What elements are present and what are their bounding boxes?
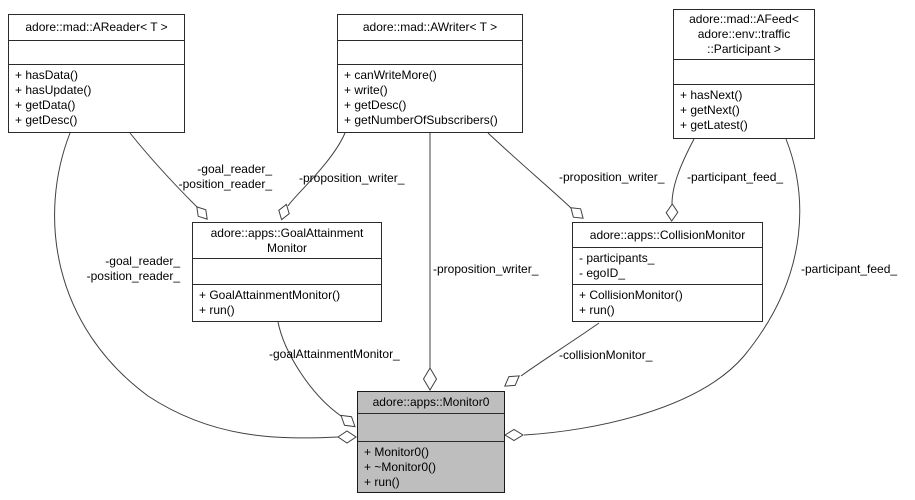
class-methods: + hasData() + hasUpdate() + getData() + … [9, 65, 184, 134]
class-box-areader[interactable]: adore::mad::AReader< T > + hasData() + h… [8, 14, 185, 133]
class-methods: + CollisionMonitor() + run() [573, 285, 762, 323]
class-attributes-empty [193, 259, 381, 285]
edge-label-participant-feed-top: -participant_feed_ [687, 170, 784, 184]
edge-goalattainmentmonitor-monitor0 [277, 321, 342, 417]
class-attributes-empty [9, 41, 184, 65]
aggregation-diamond [504, 375, 520, 387]
method-item: + getDesc() [344, 98, 407, 112]
class-title: adore::mad::AReader< T > [9, 15, 184, 41]
class-title: adore::mad::AWriter< T > [338, 15, 522, 41]
edge-label-proposition-writer-mid: -proposition_writer_ [433, 262, 539, 276]
class-methods: + GoalAttainmentMonitor() + run() [193, 285, 381, 323]
attribute-item: - egoID_ [579, 266, 626, 280]
method-item: + hasNext() [680, 88, 743, 102]
edge-label-goal-position-reader-top: -goal_reader_ -position_reader_ [178, 162, 272, 191]
class-methods: + Monitor0() + ~Monitor0() + run() [358, 442, 504, 494]
method-item: + CollisionMonitor() [579, 288, 683, 302]
edge-label-proposition-writer-collision: -proposition_writer_ [559, 170, 665, 184]
method-item: + Monitor0() [364, 445, 430, 459]
method-item: + getDesc() [15, 113, 78, 127]
class-attributes-empty [358, 414, 504, 442]
edge-label-participant-feed-right: -participant_feed_ [801, 262, 898, 276]
aggregation-diamond [665, 203, 679, 222]
aggregation-diamond [422, 367, 438, 391]
method-item: + run() [579, 303, 615, 317]
class-title: adore::apps::Monitor0 [358, 392, 504, 414]
method-item: + canWriteMore() [344, 68, 437, 82]
method-item: + getNumberOfSubscribers() [344, 113, 498, 127]
method-item: + GoalAttainmentMonitor() [199, 288, 341, 302]
edge-label-goal-position-reader-left: -goal_reader_ -position_reader_ [86, 254, 180, 283]
edge-label-proposition-writer-goal: -proposition_writer_ [299, 171, 405, 185]
class-attributes: - participants_ - egoID_ [573, 248, 762, 285]
aggregation-diamond [337, 430, 357, 444]
method-item: + getData() [15, 98, 76, 112]
aggregation-diamond [278, 203, 290, 221]
class-attributes-empty [674, 60, 814, 85]
method-item: + run() [199, 303, 235, 317]
class-title: adore::apps::CollisionMonitor [573, 223, 762, 248]
class-box-monitor0[interactable]: adore::apps::Monitor0 + Monitor0() + ~Mo… [357, 391, 505, 493]
class-title: adore::apps::GoalAttainment Monitor [193, 223, 381, 259]
edge-label-goal-attainment-monitor-member: -goalAttainmentMonitor_ [269, 347, 400, 361]
class-methods: + hasNext() + getNext() + getLatest() [674, 85, 814, 140]
aggregation-diamond [340, 414, 356, 428]
class-box-awriter[interactable]: adore::mad::AWriter< T > + canWriteMore(… [337, 14, 523, 133]
class-box-afeed[interactable]: adore::mad::AFeed< adore::env::traffic :… [673, 9, 815, 139]
aggregation-diamond [570, 207, 584, 219]
edge-awriter-goalattainmentmonitor [287, 132, 346, 207]
method-item: + ~Monitor0() [364, 460, 437, 474]
aggregation-diamond [196, 206, 208, 220]
attribute-item: - participants_ [579, 251, 655, 265]
method-item: + hasData() [15, 68, 79, 82]
edge-label-collision-monitor-member: -collisionMonitor_ [559, 348, 653, 362]
class-title: adore::mad::AFeed< adore::env::traffic :… [674, 10, 814, 60]
class-attributes-empty [338, 41, 522, 65]
class-box-collision-monitor[interactable]: adore::apps::CollisionMonitor - particip… [572, 222, 763, 322]
aggregation-diamond [504, 428, 524, 442]
class-methods: + canWriteMore() + write() + getDesc() +… [338, 65, 522, 134]
method-item: + getNext() [680, 103, 740, 117]
method-item: + hasUpdate() [15, 83, 92, 97]
method-item: + getLatest() [680, 118, 748, 132]
method-item: + write() [344, 83, 388, 97]
class-box-goal-attainment-monitor[interactable]: adore::apps::GoalAttainment Monitor + Go… [192, 222, 382, 322]
method-item: + run() [364, 475, 400, 489]
